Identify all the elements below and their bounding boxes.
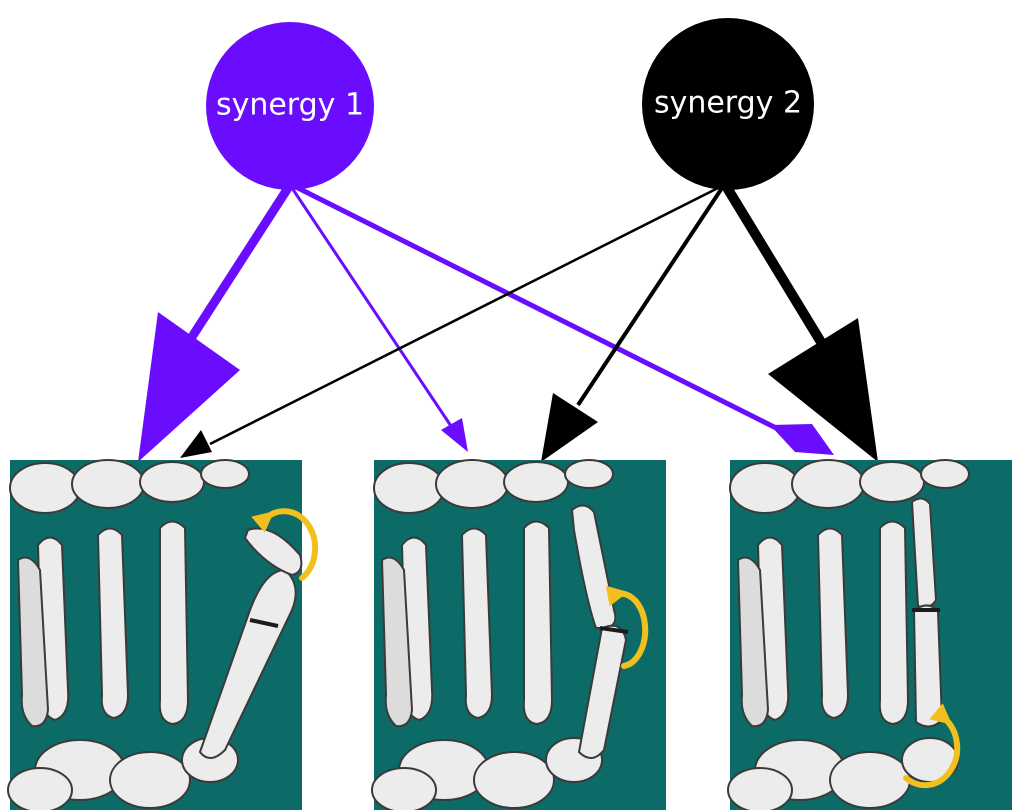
synergy-1-label: synergy 1: [216, 88, 364, 123]
edge-synergy1-panel3: [294, 186, 800, 440]
arrowhead-synergy1-panel2: [441, 418, 468, 452]
edges-synergy-1: [138, 186, 834, 462]
arrowhead-synergy2-panel2: [541, 393, 598, 462]
arrowhead-synergy1-panel1: [138, 312, 240, 462]
arrowhead-synergy2-panel1: [180, 430, 212, 458]
panel-1: [8, 460, 315, 810]
panel-3: [728, 460, 1012, 810]
arrowhead-synergy1-panel3: [770, 424, 834, 455]
synergy-2-label: synergy 2: [654, 86, 802, 121]
edge-synergy2-panel1: [210, 188, 718, 444]
panel-2: [372, 460, 666, 810]
edge-synergy2-panel2: [578, 188, 722, 405]
node-synergy-2: synergy 2: [642, 18, 814, 190]
thumb-middle-bone: [914, 605, 942, 726]
edge-synergy1-panel1: [190, 188, 288, 340]
edges-synergy-2: [180, 186, 878, 462]
node-synergy-1: synergy 1: [206, 22, 374, 190]
